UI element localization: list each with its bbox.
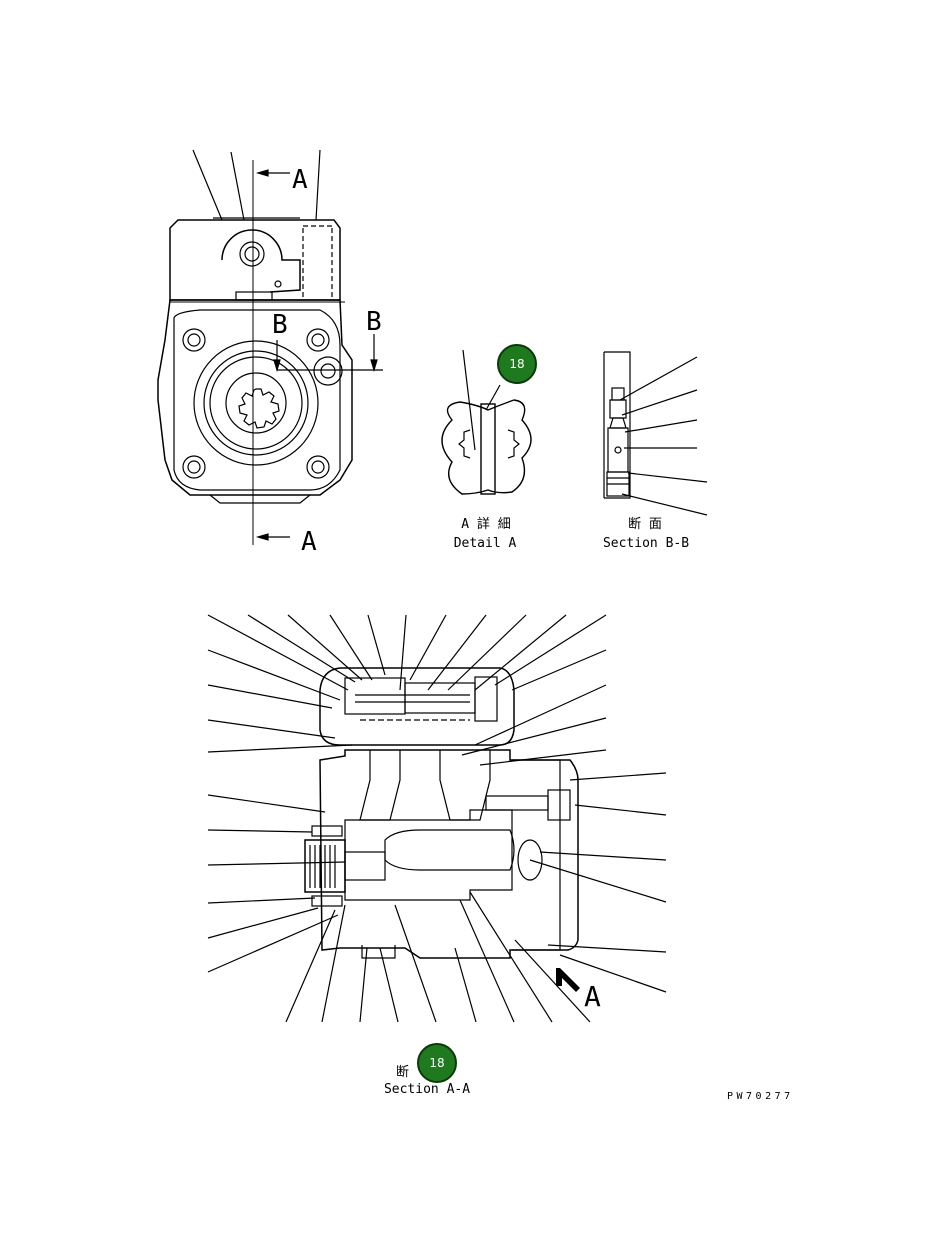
section-bb-title: Section B-B [603,536,689,551]
detail-a-drawing [441,349,532,495]
section-marker-a-bottom: A [301,527,317,557]
drawing-code: PW70277 [727,1091,794,1102]
view-arrow-label: A [584,980,601,1013]
section-marker-b-left: B [272,310,288,340]
section-marker-b-right: B [366,307,382,337]
badge-section-aa-number: 18 [429,1056,444,1070]
detail-a-title-jp: A 詳 細 [461,516,510,532]
section-aa-drawing [207,614,667,1023]
front-view [157,149,383,545]
badge-detail-a-number: 18 [509,357,524,371]
section-aa-title: Section A-A [384,1082,470,1097]
badge-detail-a: 18 [497,344,537,384]
section-marker-a-top: A [292,165,308,195]
section-bb-drawing [603,351,708,516]
badge-section-aa: 18 [417,1043,457,1083]
section-bb-title-jp: 断 面 [628,517,662,532]
detail-a-title: Detail A [454,536,517,551]
section-aa-title-jp: 断 [396,1065,409,1080]
